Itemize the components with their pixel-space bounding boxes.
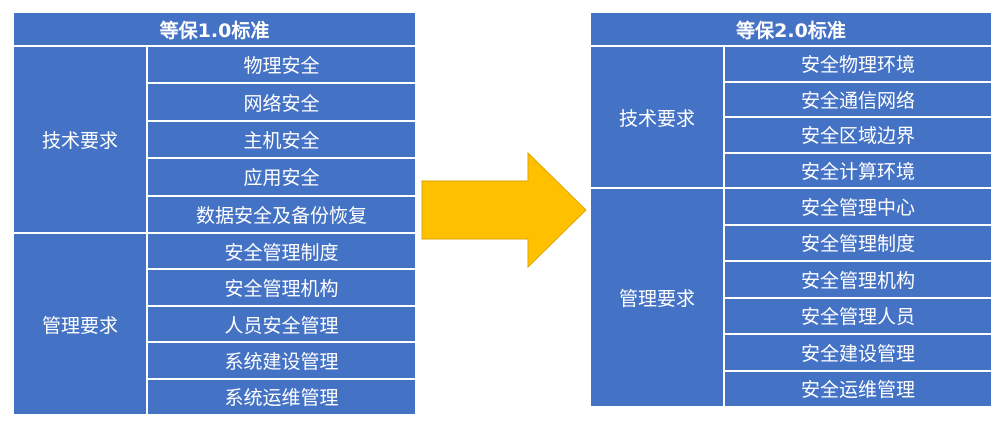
standard-1-0-title: 等保1.0标准 <box>14 13 415 47</box>
standard-1-0-table: 等保1.0标准 技术要求 物理安全 网络安全 主机安全 应用安全 数据安全及备份… <box>14 13 415 414</box>
requirement-item: 安全通信网络 <box>725 80 991 117</box>
requirement-item: 数据安全及备份恢复 <box>148 194 415 232</box>
requirement-item: 安全管理制度 <box>725 223 991 261</box>
mgmt-requirements-label: 管理要求 <box>14 234 148 414</box>
requirement-item: 应用安全 <box>148 157 415 194</box>
requirement-item: 网络安全 <box>148 82 415 119</box>
requirement-item: 物理安全 <box>243 55 320 78</box>
right-arrow-icon <box>421 151 587 269</box>
requirement-item: 安全管理机构 <box>148 268 415 304</box>
mgmt-requirements-group-1-0: 管理要求 安全管理制度 安全管理机构 人员安全管理 系统建设管理 系统运维管理 <box>14 232 415 414</box>
requirement-item: 主机安全 <box>148 119 415 157</box>
requirement-item: 人员安全管理 <box>148 304 415 341</box>
requirement-item: 安全管理人员 <box>725 296 991 334</box>
requirement-item: 安全物理环境 <box>800 54 915 77</box>
mgmt-requirements-group-2-0: 管理要求 安全管理中心 安全管理制度 安全管理机构 安全管理人员 安全建设管理 … <box>591 187 991 406</box>
tech-requirements-group-1-0: 技术要求 物理安全 网络安全 主机安全 应用安全 数据安全及备份恢复 <box>14 47 415 232</box>
requirement-item: 安全运维管理 <box>725 369 991 407</box>
requirement-item: 安全管理制度 <box>224 241 339 264</box>
tech-requirements-group-2-0: 技术要求 安全物理环境 安全通信网络 安全区域边界 安全计算环境 <box>591 47 991 187</box>
tech-requirements-label: 技术要求 <box>591 47 725 187</box>
tech-requirements-label: 技术要求 <box>14 47 148 232</box>
mgmt-requirements-label: 管理要求 <box>591 189 725 406</box>
requirement-item: 安全管理中心 <box>800 196 915 219</box>
standard-2-0-table: 等保2.0标准 技术要求 安全物理环境 安全通信网络 安全区域边界 安全计算环境… <box>591 13 991 406</box>
requirement-item: 安全计算环境 <box>725 151 991 188</box>
requirement-item: 安全建设管理 <box>725 333 991 370</box>
requirement-item: 系统建设管理 <box>148 341 415 377</box>
requirement-item: 安全区域边界 <box>725 116 991 152</box>
requirement-item: 安全管理机构 <box>725 260 991 297</box>
requirement-item: 系统运维管理 <box>148 377 415 414</box>
standard-2-0-title: 等保2.0标准 <box>591 13 991 47</box>
